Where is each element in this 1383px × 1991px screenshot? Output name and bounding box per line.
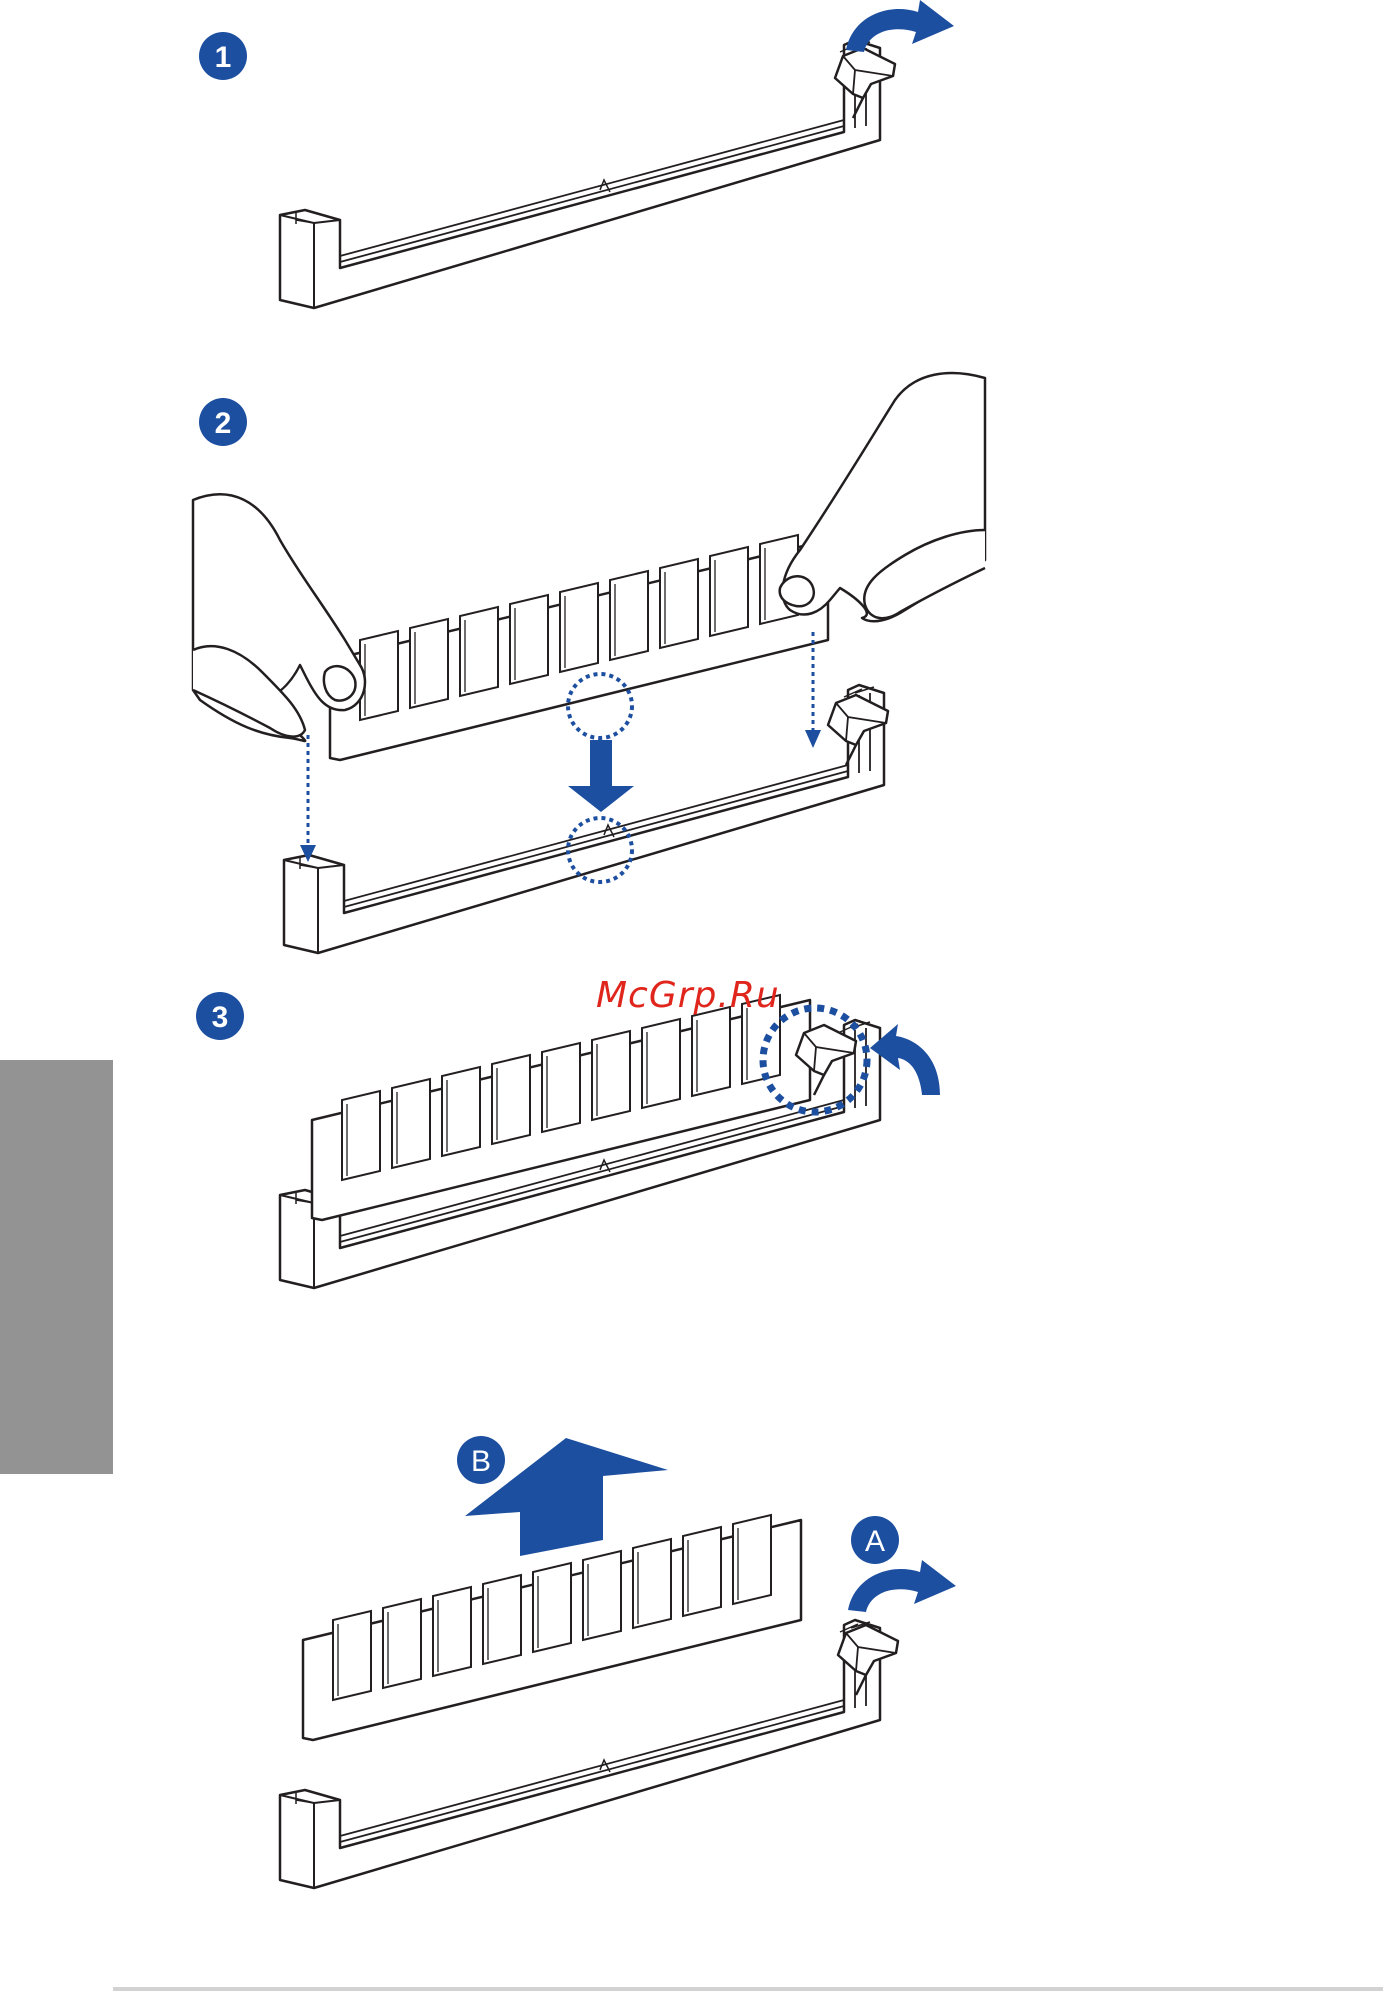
label-a-badge: A <box>851 1516 899 1564</box>
step-1-badge: 1 <box>199 32 247 80</box>
release-arrow-icon <box>846 0 954 52</box>
release-arrow-icon <box>848 1560 956 1612</box>
step-2-number: 2 <box>215 407 232 440</box>
left-guide-arrow-icon <box>300 735 316 862</box>
memory-module-seated <box>312 995 810 1220</box>
step-3-number: 3 <box>212 1001 229 1034</box>
step-3-panel: 3 <box>196 992 940 1288</box>
removal-panel: B A <box>280 1436 956 1888</box>
insert-down-arrow-icon <box>568 740 634 812</box>
dimm-slot <box>280 40 880 308</box>
right-guide-arrow-icon <box>805 632 821 748</box>
label-a: A <box>865 1525 885 1558</box>
step-3-badge: 3 <box>196 992 244 1040</box>
step-1-number: 1 <box>215 41 232 74</box>
watermark: McGrp.Ru <box>596 975 780 1016</box>
label-b: B <box>471 1445 491 1478</box>
right-hand-icon <box>780 373 985 621</box>
label-b-badge: B <box>457 1436 505 1484</box>
step-1-panel: 1 <box>199 0 954 308</box>
step-2-panel: 2 <box>193 373 985 953</box>
memory-module <box>330 535 828 760</box>
left-hand-icon <box>193 494 365 741</box>
step-2-badge: 2 <box>199 398 247 446</box>
